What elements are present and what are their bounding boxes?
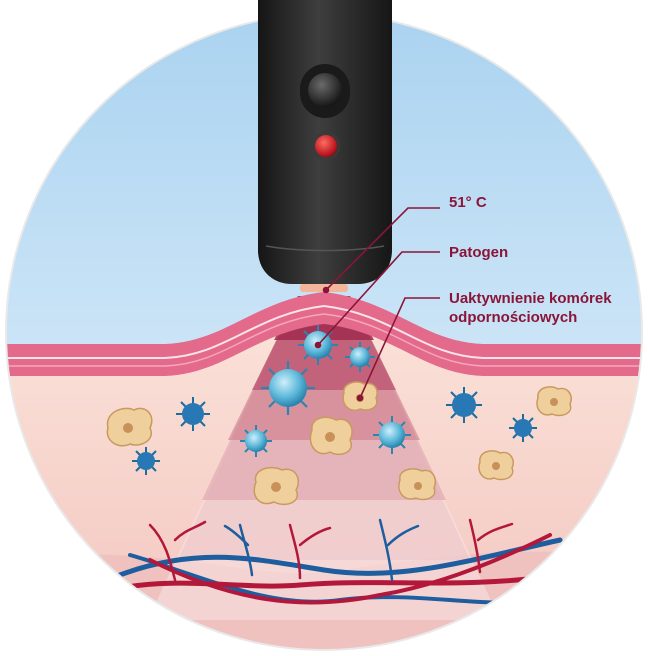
immune-cell-icon	[536, 386, 572, 417]
immune-cell-icon	[398, 468, 436, 501]
immune-cell-icon	[106, 407, 153, 447]
immune-cell-icon	[309, 416, 353, 456]
leader-line-temperature	[325, 207, 440, 291]
led-icon	[315, 135, 337, 157]
pathogen-icon	[240, 425, 272, 457]
pathogen-icon	[373, 416, 411, 454]
pathogen-icon	[345, 342, 375, 372]
pathogen-label: Patogen	[449, 244, 509, 261]
device-handle-icon	[258, 0, 392, 292]
leader-line-pathogen	[317, 251, 440, 346]
pathogen-icon	[176, 397, 210, 431]
pathogens	[132, 325, 537, 475]
leader-line-immune	[359, 297, 440, 399]
immune-label-line-2: odpornościowych	[449, 309, 578, 326]
pathogen-icon	[132, 447, 160, 475]
immune-label-line-1: Uaktywnienie komórek	[449, 290, 612, 307]
skin-band-outer	[6, 292, 642, 376]
skin-line	[6, 304, 642, 359]
leader-lines	[314, 207, 440, 402]
immune-cell-icon	[253, 466, 300, 506]
immune-activation-label: Uaktywnienie komórek odpornościowych	[449, 289, 612, 327]
pathogen-icon	[446, 387, 482, 423]
immune-cell-icon	[478, 450, 514, 481]
skin-line-lower	[6, 313, 642, 367]
button-icon	[308, 73, 342, 107]
pathogen-icon	[261, 361, 315, 415]
pathogen-icon	[509, 414, 537, 442]
temperature-label: 51° C	[449, 194, 487, 211]
